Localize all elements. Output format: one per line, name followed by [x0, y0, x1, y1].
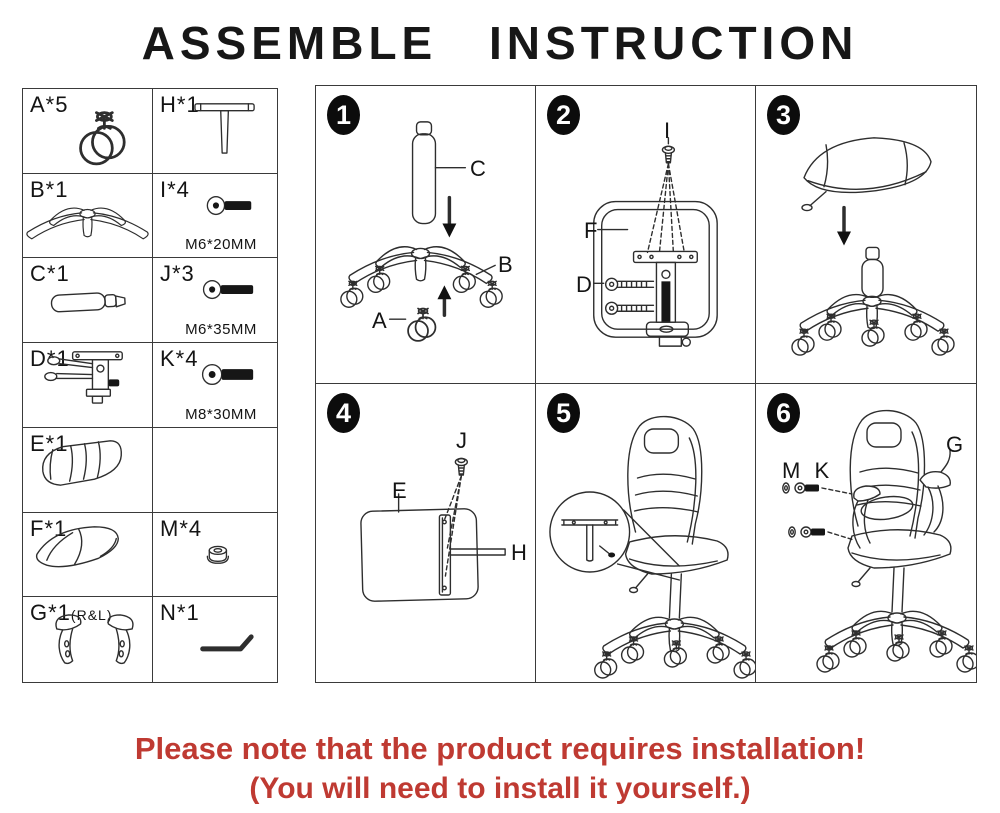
page-title: ASSEMBLE INSTRUCTION [141, 17, 859, 69]
step2-drawing [593, 137, 718, 347]
step-ref-label-h: H [511, 540, 527, 565]
step-ref-label-d: D [576, 272, 592, 297]
part-label: C*1 [30, 261, 70, 287]
step-6: 6 M K G [756, 384, 976, 682]
part-cell-a: A*5 [23, 89, 153, 174]
part-label: B*1 [30, 176, 69, 202]
step-1: 1 C B A [316, 86, 536, 384]
armrest-pair-icon [55, 614, 134, 665]
step-number-badge: 6 [767, 393, 800, 433]
step-ref-label-g: G [946, 432, 964, 457]
part-label: A*5 [30, 92, 69, 117]
backrest-cushion-icon [35, 525, 119, 567]
part-cell-m: M*4 [153, 513, 277, 598]
step-ref-label-e: E [392, 478, 407, 503]
part-cell-h: H*1 [153, 89, 277, 174]
screw-icon [206, 195, 252, 215]
step-ref-label-f: F [584, 218, 598, 243]
part-cell-j: J*3 M6*35MM [153, 258, 277, 344]
screw-icon [201, 364, 254, 386]
part-cell-g: G*1(R&L) [23, 597, 153, 682]
part-cell-c: C*1 [23, 258, 153, 344]
step-5: 5 [536, 384, 756, 682]
caster-icon [79, 111, 126, 166]
screw-spec: M6*35MM [185, 321, 257, 339]
part-cell-b: B*1 [23, 173, 153, 259]
part-label: H*1 [160, 92, 200, 117]
t-handle-bracket-icon [194, 103, 255, 154]
step-number-badge: 1 [327, 95, 360, 135]
part-cell-f: F*1 [23, 512, 153, 598]
part-label: I*4 [160, 176, 190, 202]
step-ref-label-mk: M K [782, 458, 834, 483]
step-ref-label-c: C [470, 156, 486, 181]
step-number-badge: 3 [767, 95, 800, 135]
screw-spec: M8*30MM [185, 405, 257, 423]
step3-drawing [756, 137, 976, 383]
gas-lift-cylinder-icon [50, 292, 126, 313]
screw-spec: M6*20MM [185, 236, 257, 254]
note-line-1: Please note that the product requires in… [134, 731, 866, 766]
cap-nut-icon [206, 545, 230, 564]
step4-drawing [360, 457, 506, 602]
step-2: 2 I F D [536, 86, 756, 384]
assembly-steps-grid: 1 C B A 2 I F D [315, 85, 977, 683]
step-4: 4 J E H [316, 384, 536, 682]
part-label: J*3 [160, 261, 195, 287]
part-cell-empty [153, 428, 277, 513]
step6-drawing [782, 384, 976, 682]
part-label: F*1 [30, 515, 68, 541]
step-ref-label-j: J [456, 428, 467, 453]
note-line-2: (You will need to install it yourself.) [249, 772, 751, 805]
part-cell-e: E*1 [23, 427, 153, 513]
step-number-badge: 5 [547, 393, 580, 433]
part-cell-d: D*1 [23, 343, 153, 428]
allen-key-icon [200, 634, 254, 652]
seat-cushion-icon [42, 439, 122, 486]
part-label: G*1(R&L) [30, 600, 113, 626]
part-cell-i: I*4 M6*20MM [153, 174, 277, 259]
step-ref-label-i: I [664, 118, 671, 143]
part-label: E*1 [30, 430, 69, 456]
parts-list-table: A*5 H*1 B*1 I*4 M [22, 88, 278, 683]
screw-icon [202, 280, 254, 300]
step-ref-label-b: B [498, 252, 513, 277]
part-label: K*4 [160, 346, 199, 372]
installation-notes: Please note that the product requires in… [0, 731, 1000, 806]
step-ref-label-a: A [372, 308, 387, 333]
step-3: 3 [756, 86, 976, 384]
part-cell-k: K*4 M8*30MM [153, 343, 277, 428]
step-number-badge: 4 [327, 393, 360, 433]
tilt-mechanism-icon [44, 351, 123, 404]
part-label: N*1 [160, 600, 200, 626]
step5-drawing [549, 384, 755, 682]
part-label: M*4 [160, 515, 203, 541]
star-base-icon [26, 207, 149, 240]
step1-drawing [316, 121, 535, 342]
part-cell-n: N*1 [153, 597, 277, 682]
step-number-badge: 2 [547, 95, 580, 135]
